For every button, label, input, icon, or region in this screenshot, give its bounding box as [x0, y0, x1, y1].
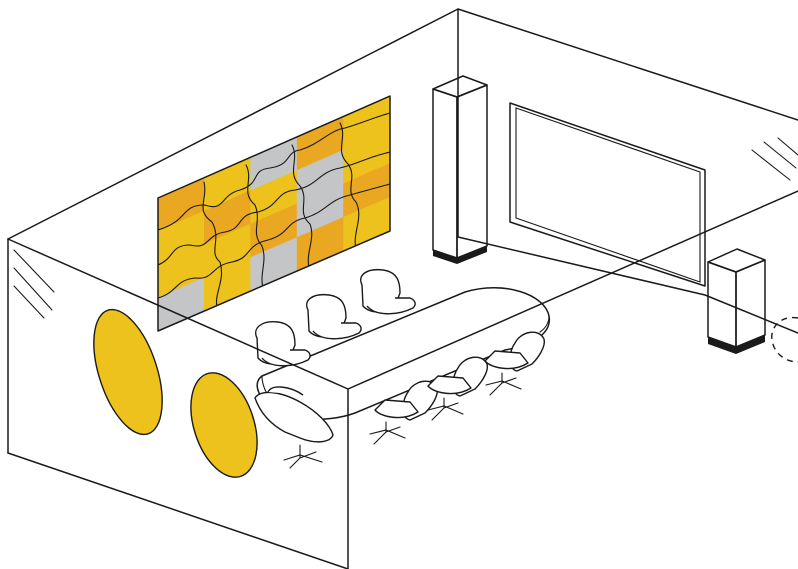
column-base: [433, 246, 487, 264]
reflection-hatch-left: [13, 249, 55, 319]
chair: [484, 331, 546, 372]
chair-base: [283, 444, 323, 469]
chair: [306, 293, 362, 340]
oval-panel: [93, 308, 163, 436]
room-back-walls: [7, 8, 798, 454]
chair-base: [427, 397, 464, 421]
column-base: [708, 335, 765, 354]
chair: [427, 356, 489, 397]
puzzle-tile: [343, 129, 390, 185]
chair: [374, 380, 439, 421]
chair: [255, 321, 311, 367]
reflection-hatch-right: [751, 137, 798, 181]
whiteboard: [509, 102, 706, 287]
absorber-column-yellow: [707, 248, 766, 354]
oval-panels: [93, 308, 258, 478]
absorber-column-orange: [432, 75, 488, 264]
dashed-light-outline: [771, 316, 798, 363]
chair-base: [485, 372, 522, 396]
chairs: [254, 268, 546, 469]
chair: [360, 268, 416, 315]
chair: [254, 386, 334, 443]
chair-base: [369, 421, 406, 445]
puzzle-seams: [158, 112, 390, 312]
puzzle-wall-panel: [157, 95, 391, 332]
oval-panel: [190, 372, 258, 478]
room-front-cutaway: [7, 190, 798, 569]
